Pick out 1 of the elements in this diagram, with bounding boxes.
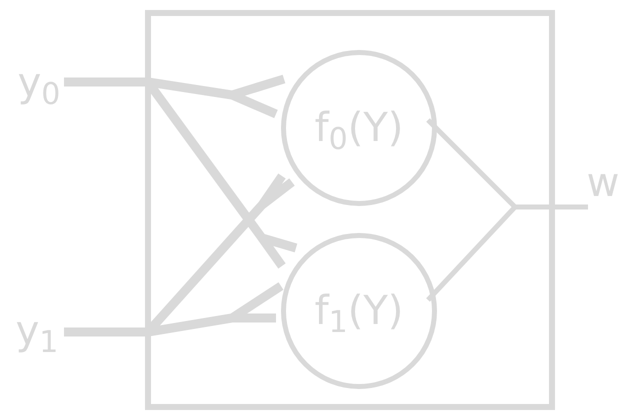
frame-box (145, 10, 555, 410)
